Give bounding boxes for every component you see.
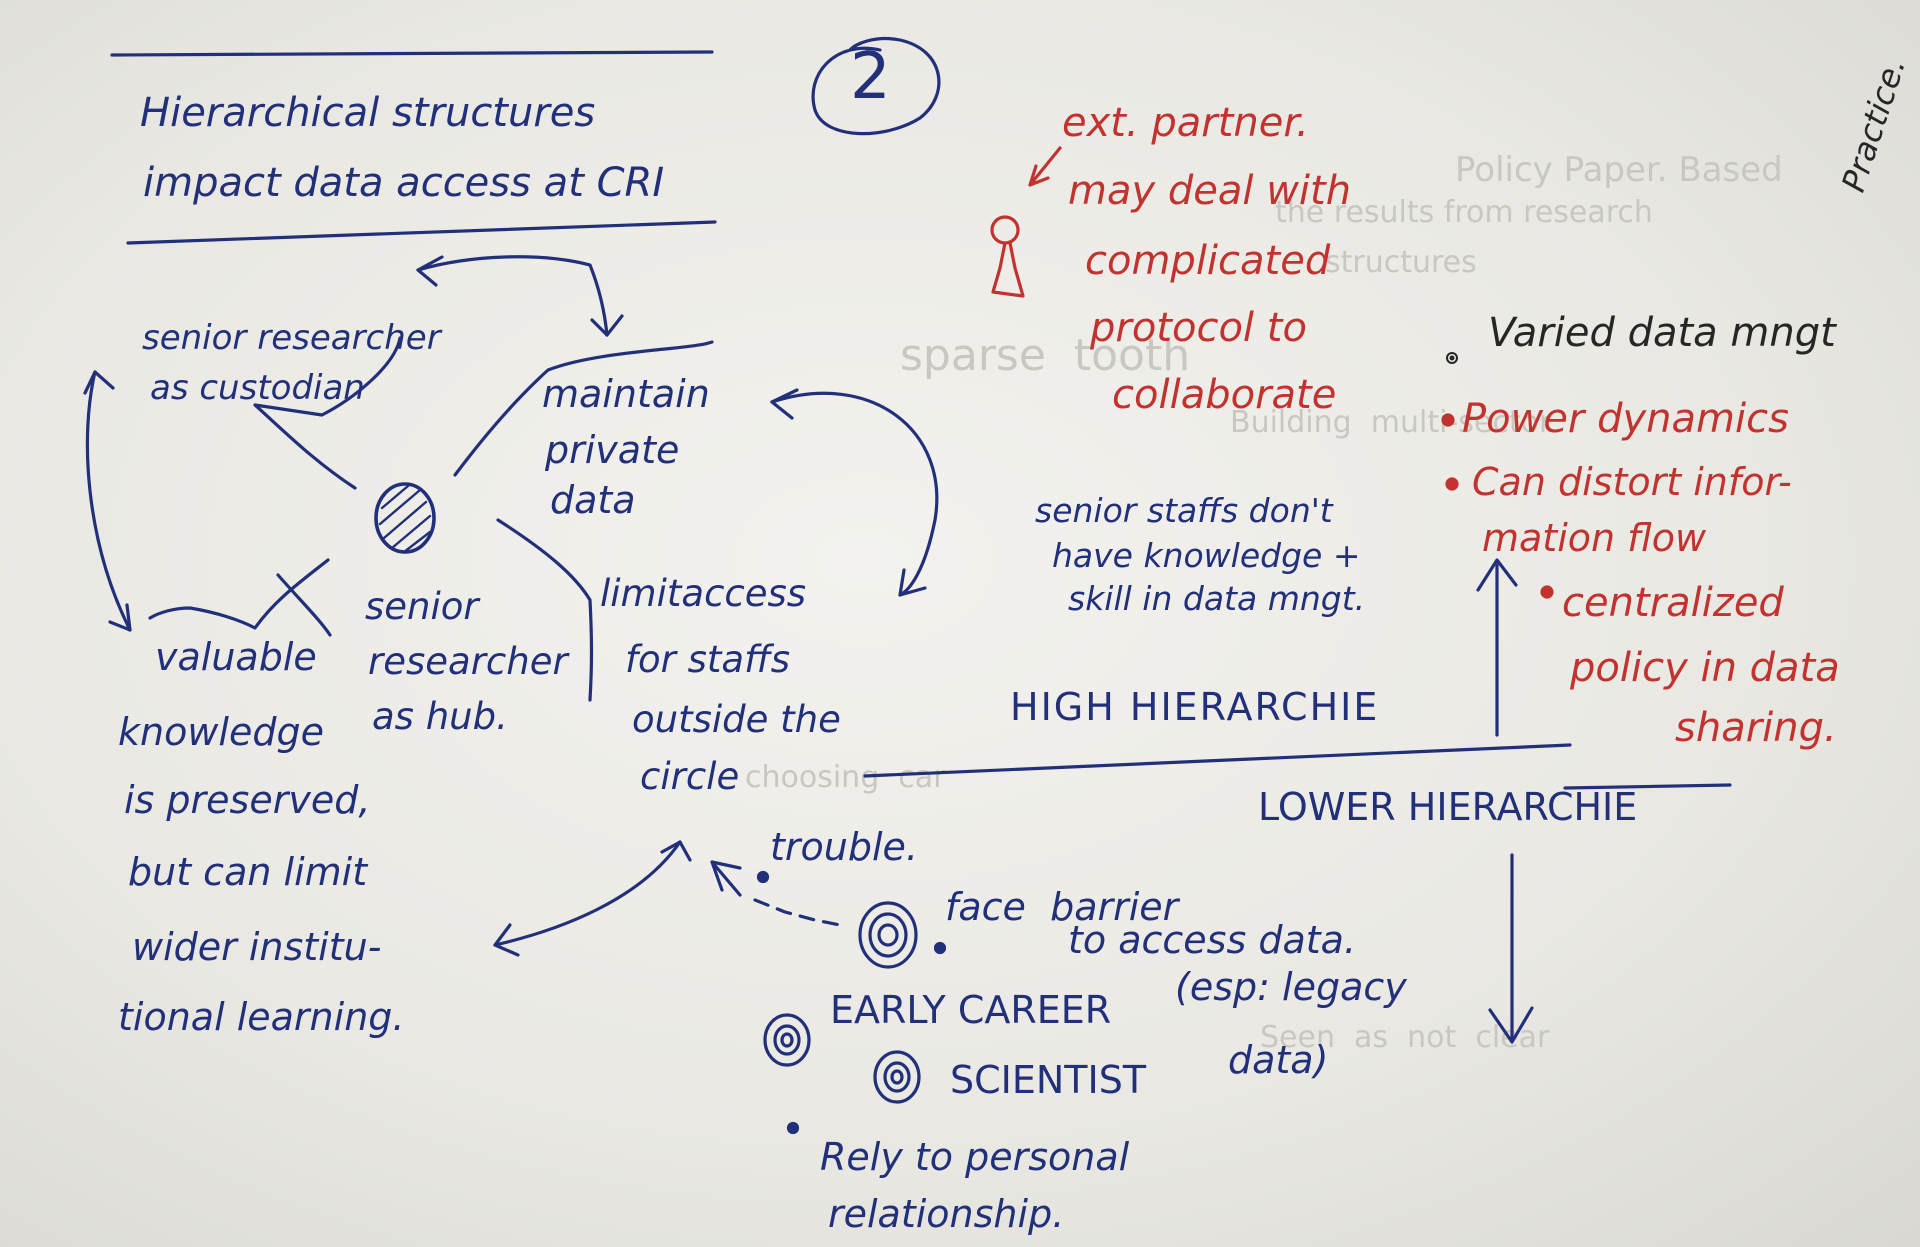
senior-hub-line-2: researcher: [368, 640, 568, 683]
valuable-knowledge-line-6: tional learning.: [118, 995, 405, 1039]
ext-partner-line-4: protocol to: [1090, 305, 1307, 351]
person-icon-head: [990, 215, 1020, 245]
ghost-text: sparse tooth: [900, 330, 1191, 381]
spoke-to-private: [453, 340, 714, 477]
centralized-line-1: centralized: [1562, 580, 1784, 626]
page-number: 2: [850, 40, 891, 114]
valuable-knowledge-line-4: but can limit: [128, 850, 368, 894]
distort-line-1: Can distort infor-: [1472, 460, 1792, 504]
ext-partner-line-1: ext. partner.: [1062, 100, 1309, 146]
scientist-label: SCIENTIST: [950, 1058, 1147, 1102]
spoke-to-valuable: [148, 558, 330, 630]
ext-partner-line-2: may deal with: [1068, 168, 1352, 214]
person-icon-body: [991, 241, 1025, 298]
valuable-knowledge-line-5: wider institu-: [132, 925, 382, 969]
high-hierarchie-label: HIGH HIERARCHIE: [1010, 685, 1380, 729]
left-double-arrow: [85, 370, 132, 632]
distort-line-2: mation flow: [1482, 516, 1707, 560]
senior-hub-line-3: as hub.: [372, 695, 508, 738]
title-line-1: Hierarchical structures: [140, 90, 596, 136]
limit-access-line-3: outside the: [632, 698, 841, 741]
high-hierarchie-line: [863, 743, 1572, 778]
legacy-line-1: (esp: legacy: [1175, 965, 1407, 1009]
bottom-double-arrow: [493, 840, 682, 947]
title-rule-top: [110, 50, 714, 57]
arrow-to-ext-partner: [1028, 146, 1062, 187]
ghost-text: structures: [1325, 245, 1477, 280]
senior-custodian-line-1: senior researcher: [142, 318, 441, 358]
valuable-knowledge-line-2: knowledge: [118, 710, 324, 754]
legacy-line-2: data): [1228, 1038, 1329, 1082]
maintain-private-line-1: maintain: [542, 372, 710, 416]
face-barrier-line-1: face barrier: [945, 885, 1179, 929]
maintain-private-line-3: data: [550, 478, 636, 522]
right-double-arrow: [770, 391, 939, 597]
senior-staffs-line-2: have knowledge +: [1052, 536, 1361, 575]
senior-custodian-line-2: as custodian: [150, 368, 365, 408]
ghost-text: Building multi-sector: [1230, 405, 1552, 440]
ext-partner-line-3: complicated: [1085, 238, 1331, 284]
centralized-line-3: sharing.: [1675, 705, 1837, 751]
maintain-private-line-2: private: [545, 428, 680, 472]
limit-access-line-2: for staffs: [625, 638, 791, 681]
limit-access-line-4: circle: [640, 755, 740, 798]
power-dynamics: Power dynamics: [1462, 396, 1789, 442]
page-number-circle: [811, 37, 941, 136]
senior-hub-line-1: senior: [365, 585, 479, 628]
valuable-knowledge-line-1: valuable: [155, 635, 317, 679]
spoke-to-custodian: [253, 336, 402, 490]
early-career-label: EARLY CAREER: [830, 988, 1112, 1032]
limit-access-line-1: limitaccess: [600, 572, 807, 615]
varied-data-mngt: Varied data mngt: [1488, 310, 1836, 356]
valuable-knowledge-line-3: is preserved,: [124, 778, 371, 822]
trouble-arrow: [753, 898, 842, 927]
centralized-line-2: policy in data: [1570, 645, 1840, 691]
lower-hierarchie-label: LOWER HIERARCHIE: [1258, 785, 1638, 829]
rely-line-1: Rely to personal: [820, 1135, 1130, 1179]
lower-hierarchie-line: [1563, 783, 1732, 790]
ghost-text: Policy Paper. Based: [1455, 150, 1783, 190]
top-double-arrow: [416, 255, 609, 337]
title-line-2: impact data access at CRI: [143, 160, 665, 206]
ghost-text: the results from research: [1275, 195, 1653, 230]
senior-staffs-line-1: senior staffs don't: [1035, 491, 1333, 530]
face-barrier-line-2: to access data.: [1068, 918, 1357, 962]
ext-partner-line-5: collaborate: [1112, 372, 1337, 418]
ghost-text: choosing car: [745, 760, 946, 795]
title-rule-bottom: [126, 220, 717, 245]
spoke-to-hub-text: [496, 518, 594, 702]
senior-staffs-line-3: skill in data mngt.: [1068, 579, 1366, 618]
trouble-label: trouble.: [770, 825, 918, 869]
rely-line-2: relationship.: [828, 1192, 1065, 1236]
hub-dot: [374, 482, 436, 554]
